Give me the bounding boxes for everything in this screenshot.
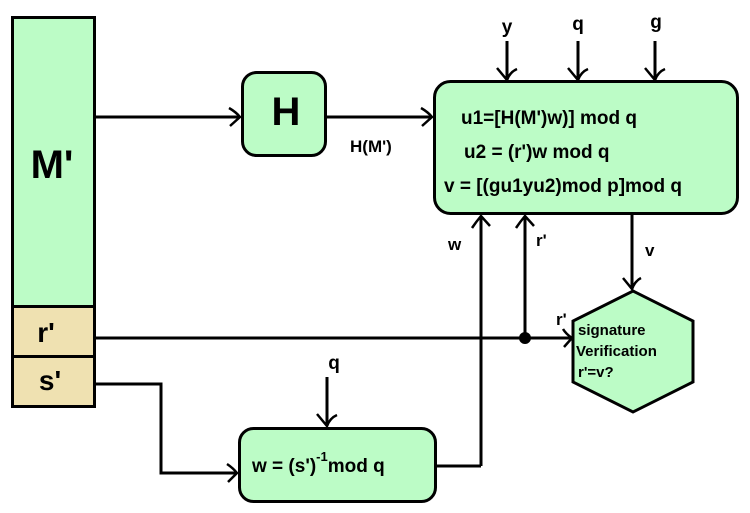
r-in-label: r' <box>556 310 567 329</box>
input-y-label: y <box>502 17 513 38</box>
hash-to-compute-arrow <box>326 106 434 127</box>
w-to-compute-arrow <box>470 214 491 466</box>
input-q-arrow-icon <box>567 67 589 83</box>
top-inputs: y q g <box>496 12 666 83</box>
verify-line-1: signature <box>578 322 646 339</box>
wbox-formula: w = (s')-1mod q <box>251 449 385 477</box>
s-field-label: s' <box>39 365 61 396</box>
compute-line-u2: u2 = (r')w mod q <box>464 142 609 163</box>
hash-label: H <box>272 90 301 134</box>
wbox-exponent: -1 <box>316 449 328 464</box>
wbox-prefix: w = (s') <box>251 456 316 477</box>
r-to-verify-arrow <box>94 328 574 348</box>
s-to-wbox-arrow <box>94 382 239 483</box>
input-y-arrow-icon <box>496 67 518 83</box>
r-up-label: r' <box>536 231 547 250</box>
hash-box: H <box>241 71 327 157</box>
message-to-hash-arrow <box>94 106 242 127</box>
v-label: v <box>645 241 655 260</box>
r-field-label: r' <box>37 317 55 348</box>
message-label: M' <box>31 143 74 187</box>
compute-line-u1: u1=[H(M')w)] mod q <box>461 108 637 129</box>
wbox-suffix: mod q <box>328 456 385 477</box>
message-field <box>11 16 96 308</box>
verification-hexagon: signature Verification r'=v? <box>571 289 695 414</box>
s-field <box>11 355 96 408</box>
r-to-compute-arrow <box>514 214 535 338</box>
input-q-label: q <box>572 14 584 35</box>
input-g-label: g <box>650 12 662 33</box>
hash-output-label: H(M') <box>350 137 392 156</box>
input-g-arrow-icon <box>644 67 666 83</box>
message-block: M' r' s' <box>11 16 96 408</box>
q-to-wbox-arrow <box>316 377 338 429</box>
compute-line-v: v = [(gu1yu2)mod p]mod q <box>444 176 682 197</box>
w-label: w <box>447 235 462 254</box>
verify-line-3: r'=v? <box>578 364 614 381</box>
w-compute-box: w = (s')-1mod q <box>238 427 437 503</box>
compute-box: u1=[H(M')w)] mod q u2 = (r')w mod q v = … <box>433 80 739 215</box>
v-to-verify-arrow <box>622 213 642 292</box>
verify-line-2: Verification <box>576 343 657 360</box>
wbox-input-q-label: q <box>328 353 340 374</box>
